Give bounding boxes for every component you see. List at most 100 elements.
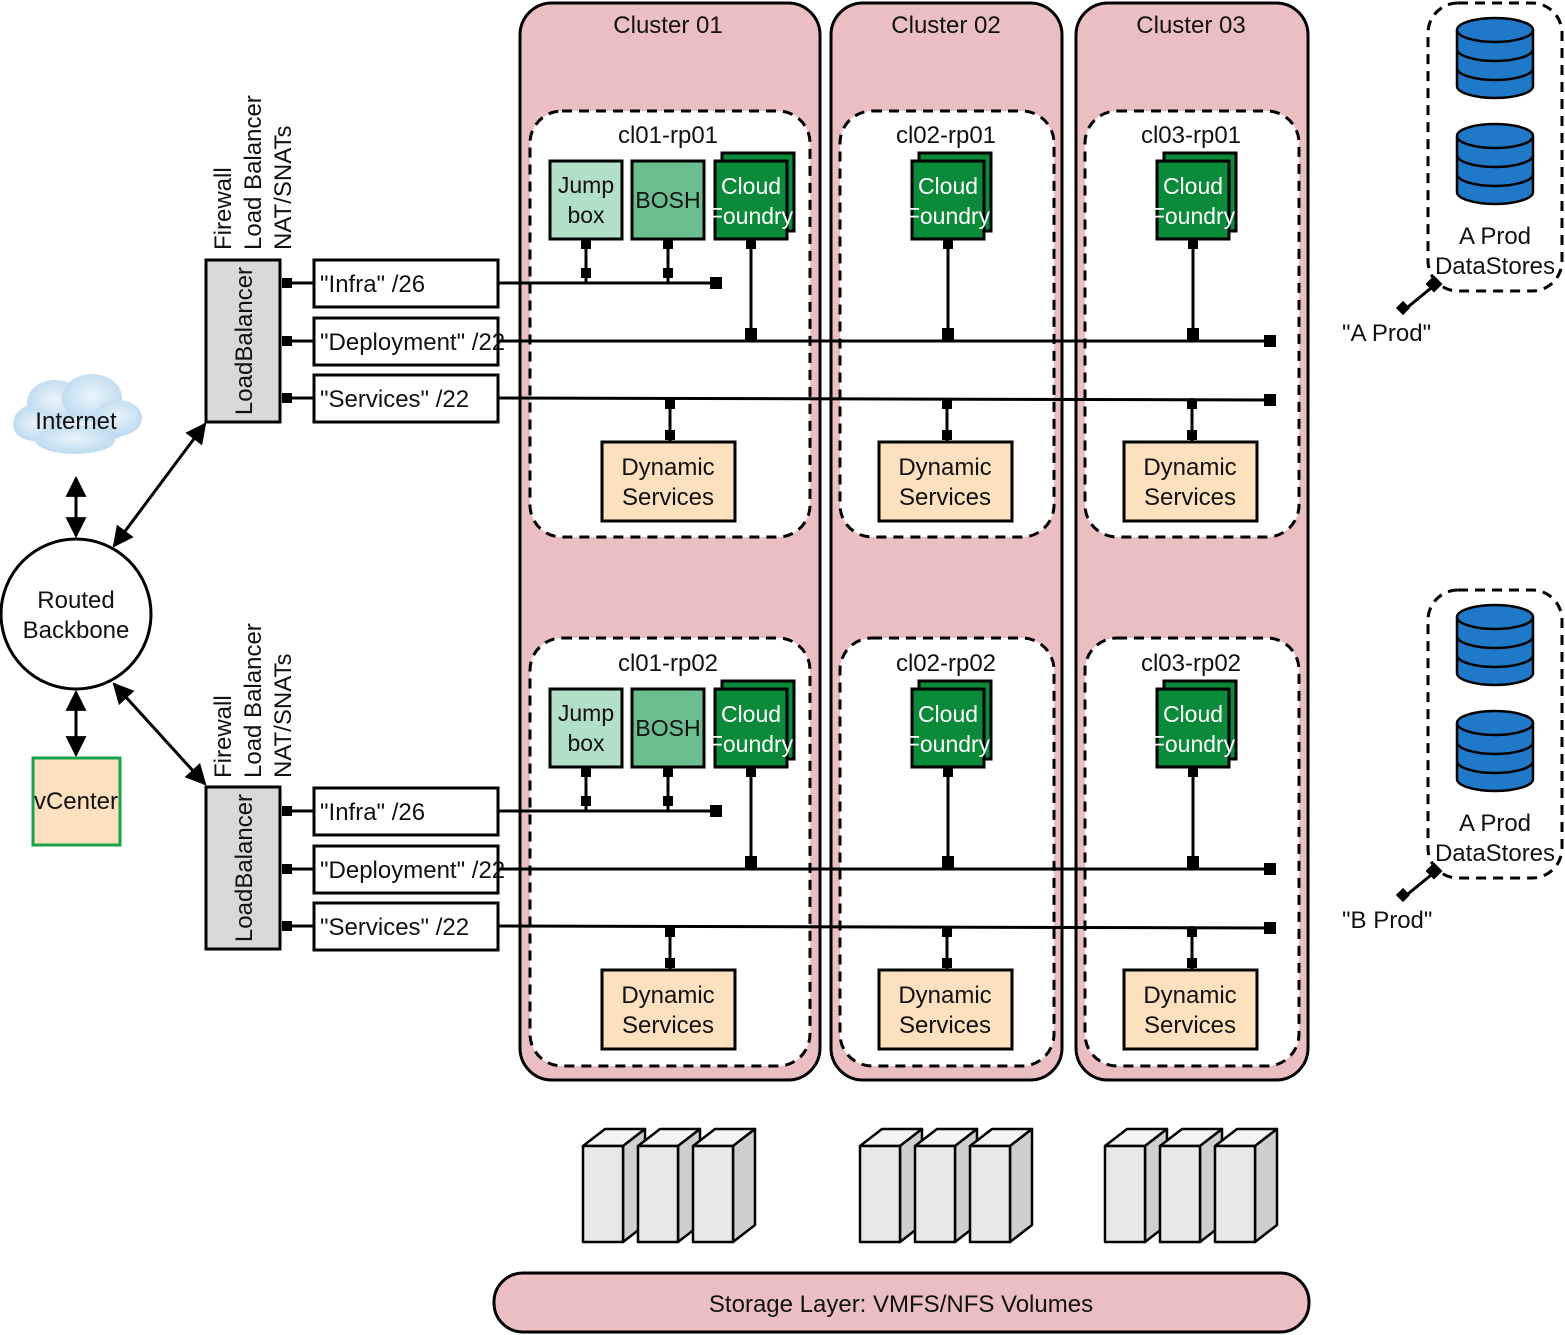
vm-label: Foundry [709, 203, 794, 229]
datastore-label: A Prod [1459, 810, 1531, 837]
cloud-foundry-vm: Cloud Foundry [709, 679, 796, 769]
loadbalancer-box [204, 258, 282, 424]
network-label: "Deployment" /22 [320, 857, 505, 884]
network-deployment: "Deployment" /22 [282, 316, 1276, 367]
vm-label: box [567, 202, 605, 228]
vm-label: Foundry [1151, 203, 1236, 229]
vm-label: Foundry [1151, 731, 1236, 757]
vm-label: Foundry [906, 203, 991, 229]
vm-label: Services [899, 1012, 991, 1039]
database-icon [1455, 16, 1535, 100]
resource-pool-label: cl02-rp02 [896, 650, 996, 677]
cluster-title: Cluster 03 [1136, 12, 1245, 39]
cluster-title: Cluster 01 [613, 12, 722, 39]
datastore-connector-label: "A Prod" [1342, 320, 1431, 347]
cloud-foundry-vm: Cloud Foundry [709, 151, 796, 241]
dynamic-services-vm: Dynamic Services [600, 440, 737, 523]
vm-label: Cloud [918, 701, 978, 727]
vm-label: box [567, 730, 605, 756]
edge-label-nat: NAT/SNATs [270, 126, 297, 250]
vm-label: BOSH [635, 187, 700, 213]
edge-label-load-balancer: Load Balancer [240, 95, 267, 250]
dynamic-services-vm: Dynamic Services [877, 968, 1014, 1051]
storage-layer: Storage Layer: VMFS/NFS Volumes [492, 1271, 1311, 1334]
vm-label: Jump [558, 700, 614, 726]
vm-label: Services [622, 1012, 714, 1039]
database-icon [1455, 603, 1535, 687]
vm-label: Dynamic [898, 454, 991, 481]
vm-label: Dynamic [1143, 454, 1236, 481]
edge-label-load-balancer: Load Balancer [240, 623, 267, 778]
network-deployment: "Deployment" /22 [282, 844, 1276, 895]
datastore-connector-b: "B Prod" [1342, 862, 1443, 934]
network-label: "Infra" /26 [320, 271, 425, 298]
vcenter-label: vCenter [34, 788, 118, 815]
datastore-connector-label: "B Prod" [1342, 907, 1432, 934]
datastore-label: DataStores [1435, 253, 1555, 280]
vm-label: Dynamic [1143, 982, 1236, 1009]
server-icon [968, 1127, 1034, 1244]
dynamic-services-vm: Dynamic Services [1122, 968, 1259, 1051]
resource-pool-label: cl02-rp01 [896, 122, 996, 149]
network-infra: "Infra" /26 [282, 786, 722, 837]
jumpbox-vm: Jump box [548, 687, 624, 769]
vm-label: Cloud [721, 701, 781, 727]
internet-cloud: Internet [13, 374, 142, 454]
network-label: "Services" /22 [320, 914, 469, 941]
vm-label: Services [899, 484, 991, 511]
cloud-foundry-vm: Cloud Foundry [1151, 679, 1238, 769]
vm-label: Services [622, 484, 714, 511]
dynamic-services-vm: Dynamic Services [877, 440, 1014, 523]
network-group-bottom: "Infra" /26 "Deployment" /22 "Services" … [282, 786, 1276, 952]
cloud-foundry-vm: Cloud Foundry [1151, 151, 1238, 241]
loadbalancer-label: LoadBalancer [231, 794, 258, 942]
internet-label: Internet [35, 408, 117, 435]
backbone-label-2: Backbone [23, 617, 130, 644]
datastore-group-b: A Prod DataStores [1426, 588, 1564, 880]
database-icon [1455, 709, 1535, 793]
cluster-02: Cluster 02 cl02-rp01 cl02-rp02 [829, 1, 1064, 1082]
jumpbox-vm: Jump box [548, 159, 624, 241]
vm-label: Services [1144, 484, 1236, 511]
server-icon [1213, 1127, 1279, 1244]
vm-label: Dynamic [898, 982, 991, 1009]
cloud-foundry-vm: Cloud Foundry [906, 679, 993, 769]
network-label: "Infra" /26 [320, 799, 425, 826]
network-label: "Services" /22 [320, 386, 469, 413]
loadbalancer-box [204, 785, 282, 951]
storage-layer-label: Storage Layer: VMFS/NFS Volumes [709, 1291, 1093, 1318]
vm-label: BOSH [635, 715, 700, 741]
server-icon [858, 1127, 924, 1244]
resource-pool-label: cl03-rp01 [1141, 122, 1241, 149]
datastore-group-a: A Prod DataStores [1426, 1, 1564, 293]
server-icon [581, 1127, 647, 1244]
bosh-vm: BOSH [630, 159, 706, 241]
vm-label: Cloud [1163, 173, 1223, 199]
vm-label: Dynamic [621, 982, 714, 1009]
network-services: "Services" /22 [282, 373, 1276, 424]
dynamic-services-vm: Dynamic Services [600, 968, 737, 1051]
resource-pool-label: cl01-rp02 [618, 650, 718, 677]
datastore-label: A Prod [1459, 223, 1531, 250]
server-icon [636, 1127, 702, 1244]
edge-gateway-top: Firewall Load Balancer NAT/SNATs LoadBal… [204, 95, 297, 424]
backbone-label-1: Routed [37, 587, 114, 614]
datastore-connector-a: "A Prod" [1342, 275, 1443, 347]
vm-label: Cloud [918, 173, 978, 199]
network-infra: "Infra" /26 [282, 258, 722, 309]
bosh-vm: BOSH [630, 687, 706, 769]
vm-label: Dynamic [621, 454, 714, 481]
backbone-connectors [65, 422, 207, 786]
network-label: "Deployment" /22 [320, 329, 505, 356]
edge-label-firewall: Firewall [210, 167, 237, 250]
cluster-title: Cluster 02 [891, 12, 1000, 39]
network-group-top: "Infra" /26 "Deployment" /22 "Services" … [282, 258, 1276, 424]
edge-label-nat: NAT/SNATs [270, 654, 297, 778]
resource-pool-label: cl03-rp02 [1141, 650, 1241, 677]
vm-label: Services [1144, 1012, 1236, 1039]
physical-servers [581, 1127, 1279, 1244]
vcenter-box: vCenter [31, 756, 122, 847]
loadbalancer-label: LoadBalancer [231, 267, 258, 415]
datastore-label: DataStores [1435, 840, 1555, 867]
